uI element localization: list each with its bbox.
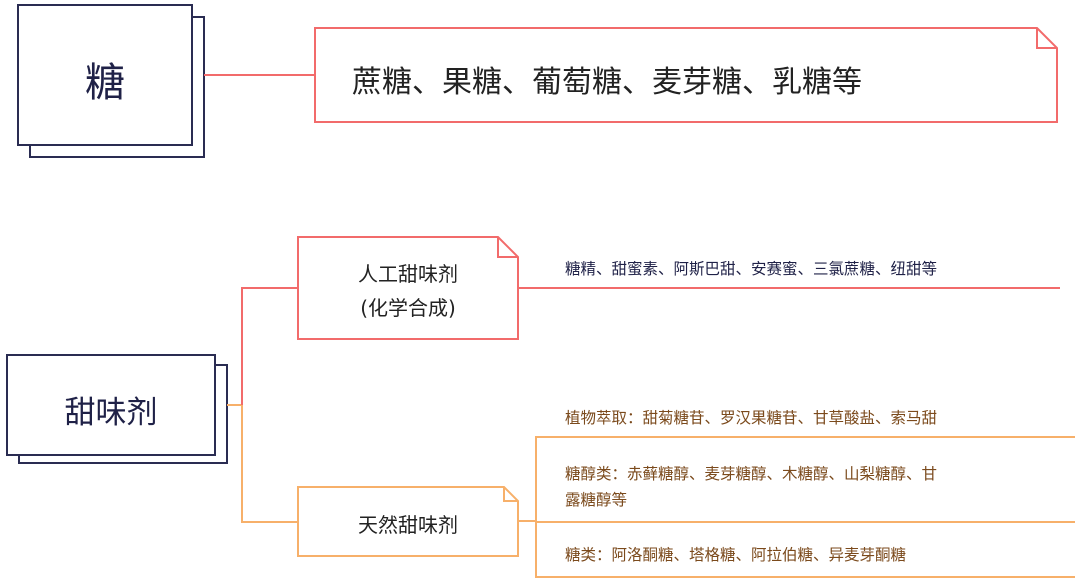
sweetener-node-box xyxy=(6,354,216,456)
artificial-subtitle: (化学合成) xyxy=(360,296,456,320)
artificial-note xyxy=(297,236,519,340)
artificial-branch xyxy=(241,287,298,405)
natural-branch xyxy=(241,405,298,523)
natural-item-polyol: 糖醇类：赤藓糖醇、麦芽糖醇、木糖醇、山梨糖醇、甘 xyxy=(565,465,938,483)
natural-title: 天然甜味剂 xyxy=(358,513,458,537)
sugar-detail-note xyxy=(314,27,1058,123)
natural-item-polyol-cont: 露糖醇等 xyxy=(565,491,628,509)
artificial-detail: 糖精、甜蜜素、阿斯巴甜、安赛蜜、三氯蔗糖、纽甜等 xyxy=(565,260,938,278)
natural-bracket xyxy=(535,436,1075,578)
sugar-node-box xyxy=(17,4,193,146)
sweetener-title: 甜味剂 xyxy=(64,395,158,431)
natural-note xyxy=(297,486,519,557)
natural-item-plant: 植物萃取：甜菊糖苷、罗汉果糖苷、甘草酸盐、索马甜 xyxy=(565,409,938,427)
natural-item-sugar: 糖类：阿洛酮糖、塔格糖、阿拉伯糖、异麦芽酮糖 xyxy=(565,546,907,564)
sugar-title: 糖 xyxy=(85,60,125,106)
artificial-title: 人工甜味剂 xyxy=(358,262,458,286)
sugar-detail: 蔗糖、果糖、葡萄糖、麦芽糖、乳糖等 xyxy=(352,65,862,100)
